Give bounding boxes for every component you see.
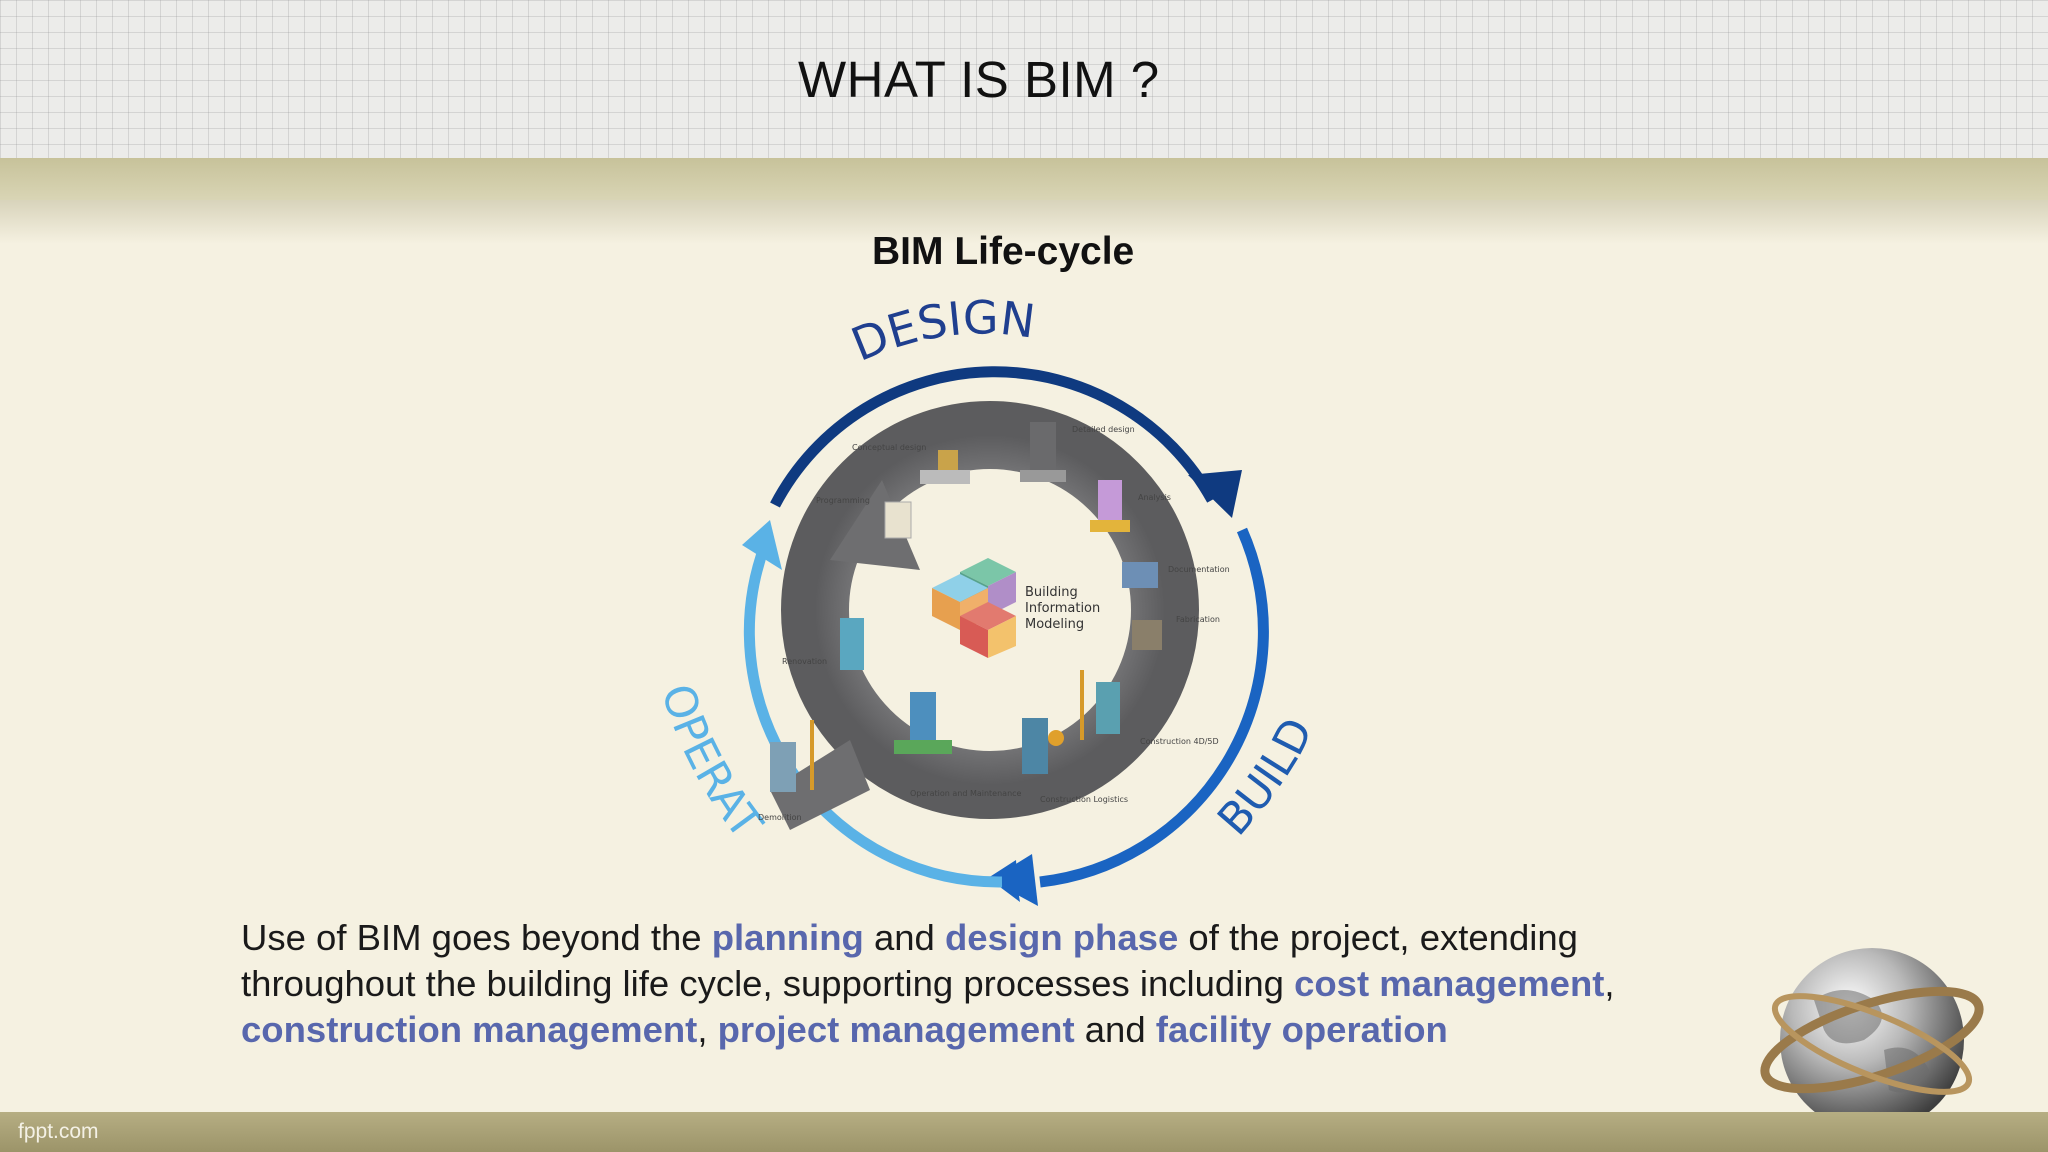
highlight-project-management: project management <box>717 1009 1075 1050</box>
building-icon-detailed <box>1020 422 1066 482</box>
stage-label-construction-4d5d: Construction 4D/5D <box>1140 737 1219 746</box>
stage-label-renovation: Renovation <box>782 657 827 666</box>
phase-label-operate: OPERATE <box>620 270 772 848</box>
ring-tail <box>770 740 870 830</box>
stage-label-demolition: Demolition <box>758 813 802 822</box>
design-arrow <box>770 366 1217 508</box>
highlight-cost-management: cost management <box>1294 963 1605 1004</box>
highlight-construction-management: construction management <box>241 1009 698 1050</box>
stage-label-fabrication: Fabrication <box>1176 615 1220 624</box>
highlight-design-phase: design phase <box>944 917 1179 958</box>
stage-label-construction-logistics: Construction Logistics <box>1040 795 1128 804</box>
building-icon-programming <box>884 501 912 539</box>
header-accent-band <box>0 158 2048 200</box>
build-arrowhead-fill <box>990 854 1038 906</box>
building-icon-documentation <box>1122 562 1158 588</box>
stage-label-conceptual-design: Conceptual design <box>852 443 926 452</box>
text-segment: and <box>863 917 945 958</box>
stage-label-analysis: Analysis <box>1138 493 1171 502</box>
text-segment: , <box>1604 963 1615 1004</box>
phase-label-design: DESIGN <box>844 290 1038 371</box>
building-icon-renovation <box>840 618 864 670</box>
building-icon-conceptual <box>920 450 970 484</box>
center-label-line-1: Building <box>1025 585 1078 600</box>
building-icon-fabrication <box>1132 620 1162 650</box>
highlight-planning: planning <box>711 917 864 958</box>
diagram-subtitle: BIM Life-cycle <box>872 230 1135 273</box>
stage-label-detailed-design: Detailed design <box>1072 425 1135 434</box>
center-label-line-3: Modeling <box>1025 617 1084 632</box>
bim-cube-icon <box>932 558 1016 658</box>
header-shadow <box>0 200 2048 244</box>
stage-label-documentation: Documentation <box>1168 565 1230 574</box>
description-paragraph: Use of BIM goes beyond the planning and … <box>241 915 1721 1053</box>
text-segment: Use of BIM goes beyond the <box>241 917 712 958</box>
building-icon-analysis <box>1090 480 1130 532</box>
building-icon-logistics <box>1022 718 1064 774</box>
building-icon-demolition <box>770 720 814 792</box>
footer-band <box>0 1112 2048 1152</box>
footer-brand: fppt.com <box>18 1120 99 1143</box>
bim-lifecycle-diagram: DESIGN BUILD OPERATE Building Informatio… <box>620 270 1323 906</box>
operate-arrowhead <box>742 520 782 570</box>
center-label-line-2: Information <box>1025 601 1100 616</box>
highlight-facility-operation: facility operation <box>1155 1009 1448 1050</box>
ring-arrow-head <box>830 480 920 570</box>
stage-label-operation-maintenance: Operation and Maintenance <box>910 789 1022 798</box>
build-arrow <box>1039 527 1269 888</box>
stage-label-programming: Programming <box>816 496 870 505</box>
text-segment: and <box>1074 1009 1156 1050</box>
design-arrowhead <box>1188 470 1242 518</box>
process-ring <box>781 401 1199 819</box>
header-grid-band <box>0 0 2048 158</box>
phase-label-build: BUILD <box>1208 710 1323 845</box>
text-segment: of the project, extending throughout the… <box>241 917 1578 1004</box>
text-segment: , <box>697 1009 718 1050</box>
slide-title: WHAT IS BIM ? <box>798 51 1160 108</box>
building-icon-operation <box>894 692 952 754</box>
building-icon-construction <box>1080 670 1120 740</box>
